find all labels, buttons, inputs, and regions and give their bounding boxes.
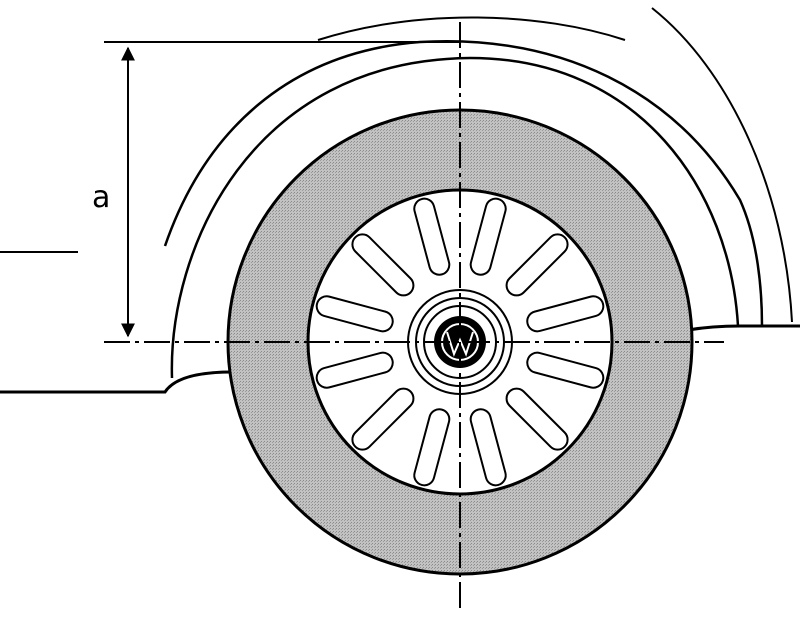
dimension-label: a — [92, 180, 110, 215]
spoke-slot — [351, 387, 415, 451]
hubcap-spoke-slots — [315, 197, 605, 487]
body-sill-left — [0, 370, 233, 394]
spoke-slot — [505, 387, 569, 451]
spoke-slot — [413, 408, 451, 487]
spoke-slot — [526, 351, 605, 389]
fender-arch-inner — [170, 56, 740, 379]
body-sill-right — [687, 324, 800, 332]
spoke-slot — [413, 197, 451, 276]
fender-edge-top — [317, 16, 626, 41]
door-edge-line — [651, 7, 793, 323]
spoke-slot — [315, 295, 394, 333]
spoke-slot — [526, 295, 605, 333]
spoke-slot — [469, 408, 507, 487]
fender-arch-outer — [163, 40, 764, 327]
spoke-slot — [315, 351, 394, 389]
spoke-slot — [351, 233, 415, 297]
spoke-slot — [505, 233, 569, 297]
spoke-slot — [469, 197, 507, 276]
